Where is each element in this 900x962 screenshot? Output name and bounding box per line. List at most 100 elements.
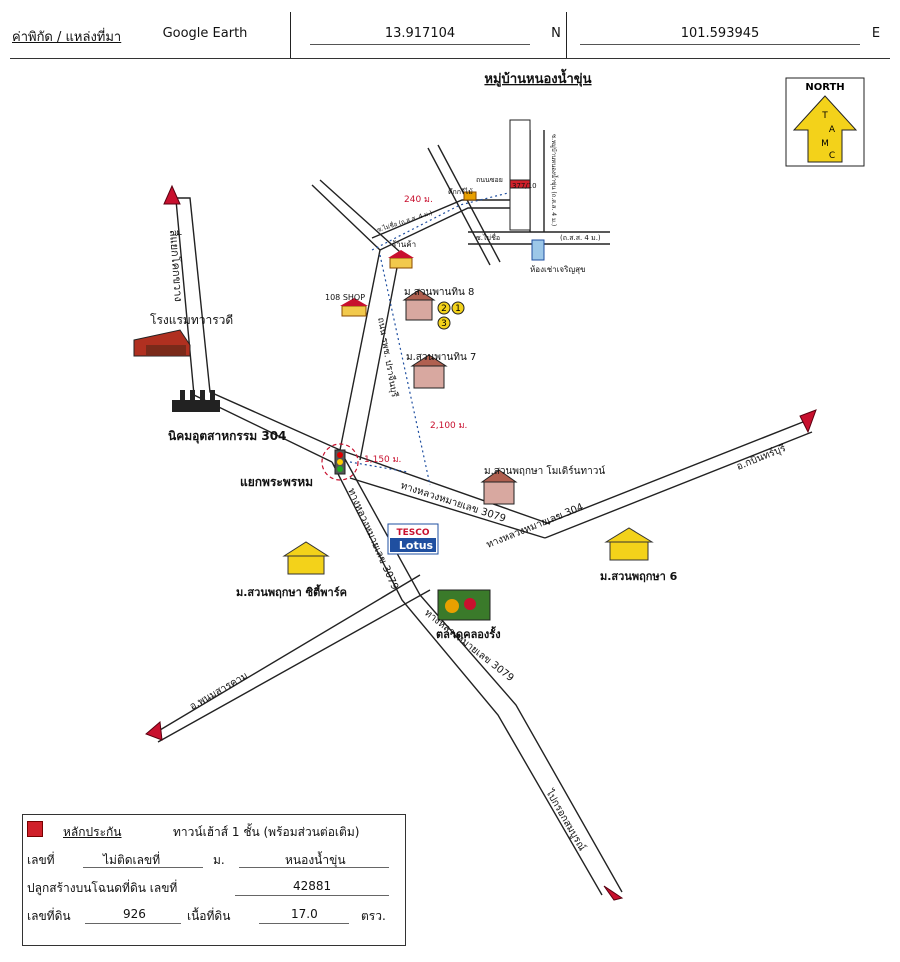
market-icon [437,589,491,621]
distance-2100-label: 2,100 ม. [430,421,467,431]
factory-icon [172,390,220,412]
shop-icon [388,250,414,269]
no-value: ไม่ติดเลขที่ [103,853,161,867]
road-kokkwang [172,199,333,463]
phanom-label: อ.พนมสารคาม [188,670,250,712]
deed-value: 42881 [293,879,332,893]
road-kokkwang [172,197,341,451]
soi-d-label: ซ.หมู่บ้านหนองน้ำขุ่น (ถ.ส.ส. 4 ม.) [550,134,560,226]
deed-label: ปลูกสร้างบนโฉนดที่ดิน เลขที่ [27,881,178,895]
road-304-label: ทางหลวงหมายเลข 304 [485,502,585,551]
property-info-box: หลักประกัน ทาวน์เฮ้าส์ 1 ชั้น (พร้อมส่วน… [22,814,406,946]
land-value: 926 [123,907,146,921]
coord-label: ค่าพิกัด / แหล่งที่มา [12,30,122,45]
modern-town-label: ม.สวนพฤกษา โมเดิร์นทาวน์ [484,464,605,477]
dorm-label: ห้องเช่าเจริญสุข [530,265,586,274]
route-line [379,254,431,486]
lon-underline [580,44,860,45]
land-office-icon [463,191,477,201]
land-label: เลขที่ดิน [27,909,71,923]
soi-c-label: (ถ.ส.ส. 4 ม.) [560,234,601,242]
road-3079-south [331,461,603,896]
suan-pan-thin-8-label: ม.สวนพานทิน 8 [404,287,474,298]
header-underline [10,58,890,59]
area-value: 17.0 [291,907,318,921]
latitude-value: 13.917104 [384,26,456,41]
townhouse-row [509,119,531,231]
suan-pan-thin-7-label: ม.สวนพานทิน 7 [406,352,476,363]
industrial-label: นิคมอุตสาหกรรม 304 [168,429,286,444]
route-dashed [349,189,521,486]
soi-a-label: ซ.ไม่ชื่อ (ถ.ส.ส. 4 ม.) [376,209,433,234]
divider [566,12,567,58]
plot-number: 377/10 [512,182,537,190]
land-office-label: ตึกกรีไม้ [448,187,473,196]
lat-underline [310,44,530,45]
yellow-house-icon [282,527,654,575]
moo-value: หนองน้ำขุ่น [285,853,346,867]
lotus-text: Lotus [399,539,434,552]
shop-label: ร้านค้า [392,240,416,249]
dorm-building-icon [531,239,545,261]
collateral-value: ทาวน์เฮ้าส์ 1 ชั้น (พร้อมส่วนต่อเติม) [173,825,360,839]
divider [290,12,291,58]
svg-text:C: C [829,151,835,161]
distance-1150-label: 1,150 ม. [364,455,401,465]
road-phanom [159,574,421,731]
longitude-direction: E [871,26,881,41]
numbered-markers: 2 1 3 [437,301,465,330]
tesco-text: TESCO [396,528,429,538]
moo-label: ม. [213,853,225,867]
location-map: TESCO Lotus 2 1 3 NORTH T A M C หมู่บ้าน… [133,68,865,901]
shop-108-icon [340,298,368,317]
road-3079-east [339,449,551,525]
village-title: หมู่บ้านหนองน้ำขุ่น [484,68,591,87]
header-bar: ค่าพิกัด / แหล่งที่มา Google Earth 13.91… [0,0,900,60]
junction-label: แยกพระพรหม [240,475,313,489]
north-compass-icon: NORTH T A M C [785,77,865,167]
tesco-lotus-logo: TESCO Lotus [387,523,439,555]
arrow-icon [163,184,181,205]
road-village [371,199,520,239]
distance-240-label: 240 ม. [404,195,433,205]
road-3079-east [349,477,546,539]
svg-text:M: M [821,139,829,149]
arrow-icon [145,721,163,741]
area-label: เนื้อที่ดิน [187,909,231,923]
collateral-label: หลักประกัน [63,825,122,839]
marker-2: 2 [441,304,447,314]
collateral-marker-icon [27,821,43,837]
shop108-label: 108 SHOP [325,293,365,302]
arrow-icon [799,409,817,434]
direction-arrows [145,184,817,901]
soi-b-label: ซ.ไม่ชื่อ [476,233,500,242]
latitude-direction: N [551,26,561,41]
road-village [379,207,520,251]
road-304-east [544,419,809,525]
road-end-label: ถนนซอย [476,176,503,184]
house-icon [402,289,518,505]
svg-text:T: T [821,111,828,121]
hotel-icon [133,329,191,357]
route-line [371,189,521,251]
north-label: NORTH [805,82,844,93]
road-phanom [157,589,431,743]
kokkwang-label: สี่แยกโคกขวาง [167,229,187,302]
hotel-label: โรงแรมทวารวดี [150,313,233,327]
marker-1: 1 [455,304,461,314]
road-village-2 [437,144,501,263]
traffic-light-icon [321,443,359,481]
road-village-2 [427,147,491,266]
area-unit: ตรว. [361,909,386,923]
marker-3: 3 [441,319,447,329]
arrow-icon [603,885,624,901]
suan-6-label: ม.สวนพฤกษา 6 [600,570,678,583]
svg-text:A: A [829,125,836,135]
market-label: ตลาดคลองรั้ง [436,626,501,641]
road-3079-south [339,449,623,893]
target-plot-marker [509,179,531,189]
city-park-label: ม.สวนพฤกษา ซิตี้พาร์ค [236,584,347,599]
source-value: Google Earth [162,26,248,41]
no-label: เลขที่ [27,853,55,867]
road-304-east [544,431,813,539]
